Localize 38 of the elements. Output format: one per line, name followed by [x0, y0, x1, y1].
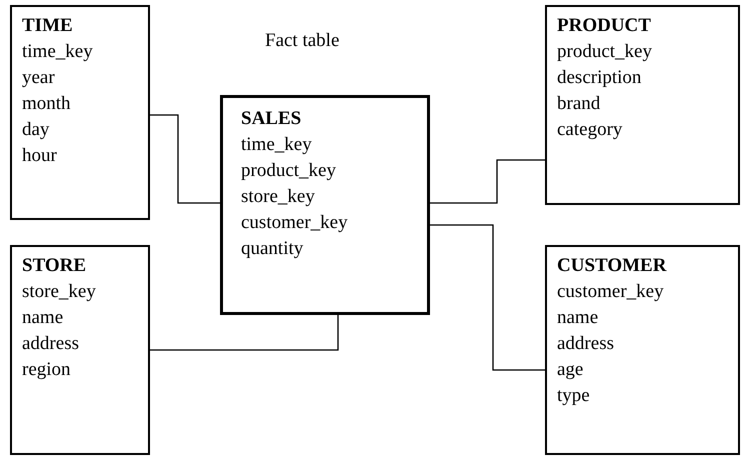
table-box — [10, 245, 150, 455]
column-name: month — [22, 92, 72, 116]
column-name: product_key — [557, 40, 653, 64]
column-name: day — [22, 118, 50, 142]
connector-line — [430, 159, 545, 204]
column-name: description — [557, 66, 642, 90]
column-name: product_key — [241, 159, 337, 183]
connector-line — [430, 224, 545, 371]
table-name: SALES — [241, 107, 302, 131]
table-box — [220, 95, 430, 315]
column-name: brand — [557, 92, 602, 116]
table-box — [10, 5, 150, 220]
column-name: time_key — [241, 133, 313, 157]
column-name: quantity — [241, 237, 304, 261]
column-name: store_key — [22, 280, 97, 304]
table-name: CUSTOMER — [557, 254, 668, 278]
column-name: year — [22, 66, 56, 90]
table-name: PRODUCT — [557, 14, 652, 38]
table-box — [545, 245, 740, 455]
column-name: store_key — [241, 185, 316, 209]
table-name: TIME — [22, 14, 74, 38]
connector-line — [150, 315, 339, 351]
connector-line — [150, 114, 220, 204]
column-name: category — [557, 118, 624, 142]
column-name: time_key — [22, 40, 94, 64]
column-name: address — [557, 332, 615, 356]
column-name: name — [557, 306, 600, 330]
node-label: Fact table — [265, 30, 340, 52]
column-name: region — [22, 358, 72, 382]
column-name: age — [557, 358, 584, 382]
column-name: type — [557, 384, 591, 408]
column-name: customer_key — [241, 211, 349, 235]
table-name: STORE — [22, 254, 88, 278]
table-box — [545, 5, 740, 205]
column-name: name — [22, 306, 64, 330]
column-name: customer_key — [557, 280, 665, 304]
column-name: hour — [22, 144, 58, 168]
column-name: address — [22, 332, 80, 356]
